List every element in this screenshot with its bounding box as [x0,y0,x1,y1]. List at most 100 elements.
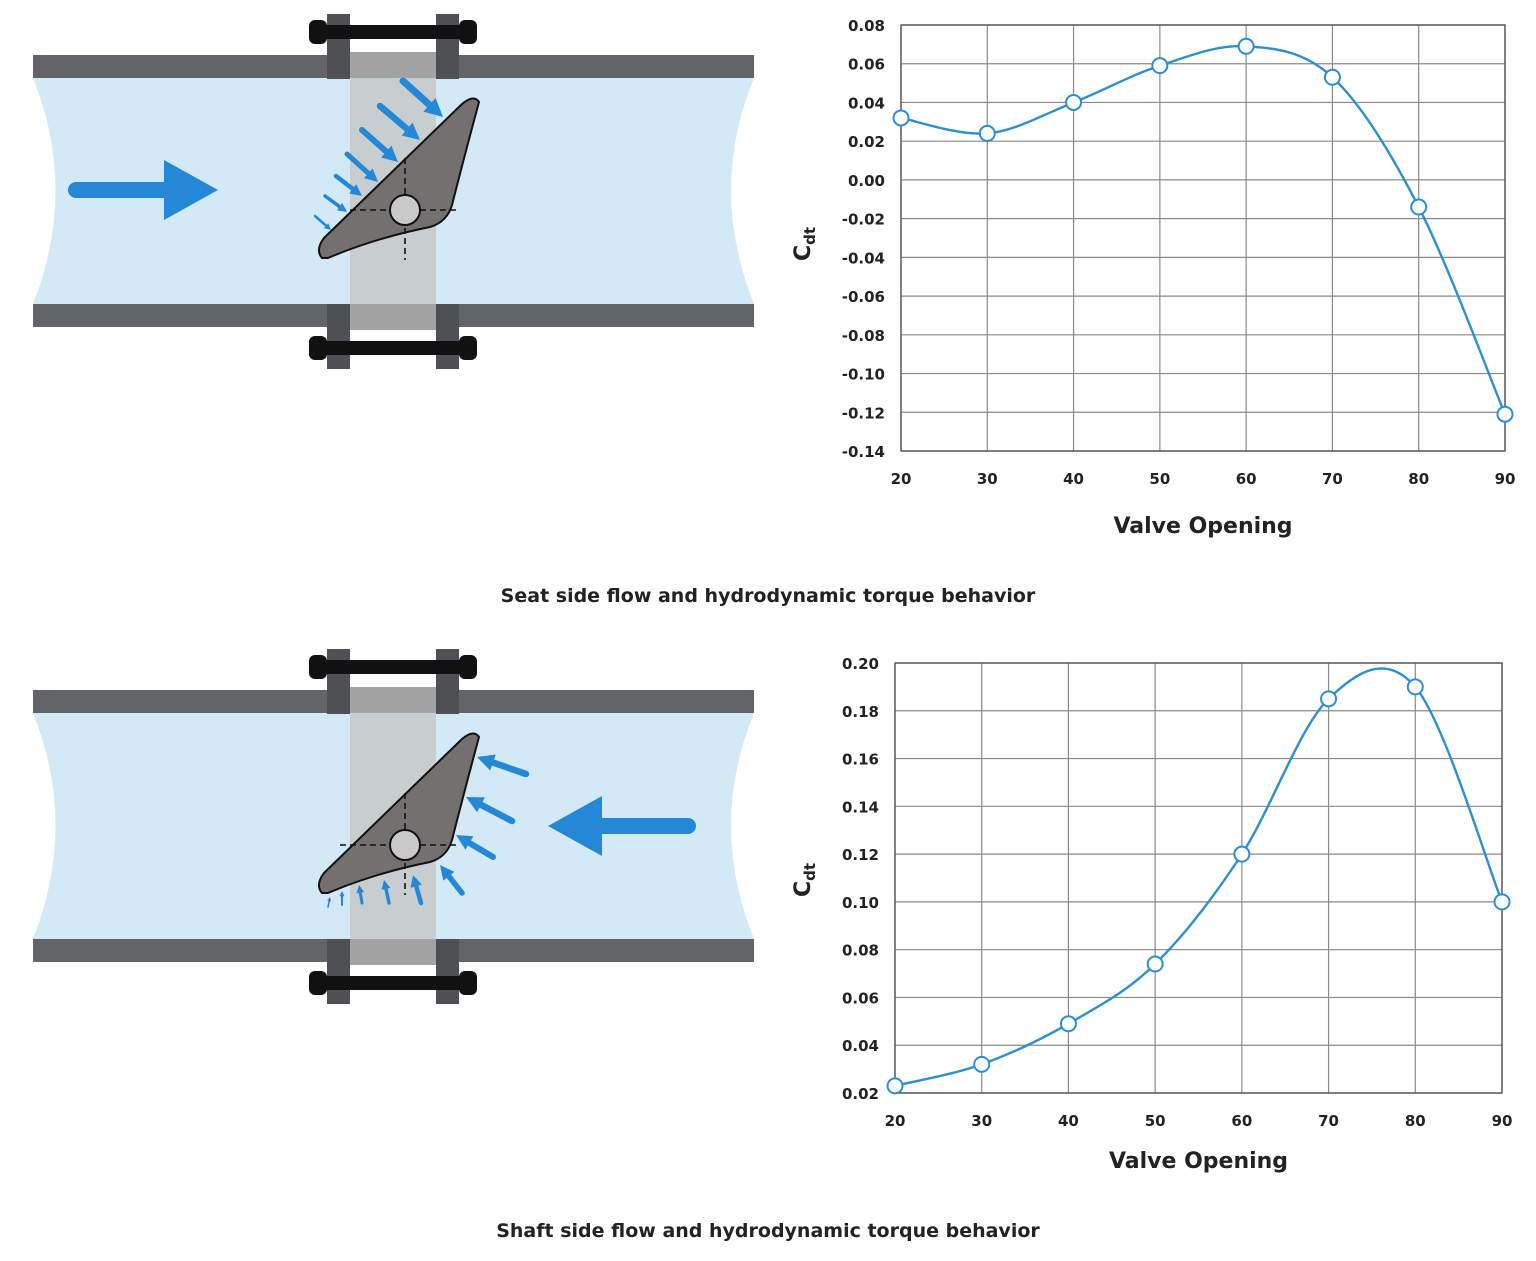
pressure-arrow-head [381,880,391,890]
pressure-arrow-head [401,122,420,140]
data-point [892,109,910,127]
x-tick-label: 50 [1145,1112,1166,1130]
y-tick-label: 0.02 [842,1085,879,1103]
valve-diagram-seat-side [33,14,754,369]
y-tick-label: -0.10 [842,366,885,384]
flange-top-left [327,14,350,79]
y-tick-label: 0.06 [848,56,885,74]
pressure-arrow [463,838,496,860]
pipe-wall-bottom-right [436,939,754,962]
bolt-nut [459,655,477,679]
data-point [1406,678,1424,696]
pipe-wall-top-left [33,690,350,713]
data-point [973,1055,991,1073]
data-point [1493,893,1511,911]
x-tick-label: 50 [1149,470,1170,488]
y-tick-label: -0.04 [842,249,885,267]
y-tick-label: 0.02 [848,133,885,151]
data-point [1151,57,1169,75]
data-point [1410,198,1428,216]
flange-bottom-right [436,939,459,1004]
y-tick-label: 0.14 [842,798,879,816]
bolt-nut [459,971,477,995]
pressure-arrow [344,151,373,178]
bolt-nut [309,20,327,44]
pressure-arrow-head [423,98,443,117]
x-tick-label: 40 [1063,470,1084,488]
flange-top-left [327,649,350,714]
series-line [894,667,1504,1087]
bolt-nut [459,20,477,44]
data-point [1237,37,1255,55]
pressure-arrow [313,214,329,228]
y-tick-label: 0.10 [842,894,879,912]
y-tick-label: -0.14 [842,443,885,461]
shaft-circle [389,829,421,861]
y-tick-label: -0.08 [842,327,885,345]
x-axis-title: Valve Opening [1109,1149,1288,1174]
series-line [900,44,1507,415]
bolt-bottom [317,341,467,355]
data-point [1323,68,1341,86]
x-tick-label: 20 [885,1112,906,1130]
bolt-nut [309,971,327,995]
data-point [1320,690,1338,708]
y-tick-label: -0.06 [842,288,885,306]
plot-frame [894,662,1503,1094]
y-tick-label: 0.20 [842,655,879,673]
data-point [1146,955,1164,973]
caption-shaft-side: Shaft side flow and hydrodynamic torque … [496,1220,1040,1242]
pressure-arrow-head [349,184,362,196]
x-tick-label: 30 [977,470,998,488]
pressure-arrow [383,885,391,905]
flange-bottom-right [436,304,459,369]
y-tick-label: 0.18 [842,703,879,721]
pressure-arrow-head [477,754,496,771]
x-tick-label: 90 [1495,470,1516,488]
pressure-arrow-head [323,223,331,230]
pressure-arrow [486,758,530,778]
bolt-top [317,25,467,39]
pressure-arrow-head [466,797,485,813]
pressure-arrow-head [336,202,347,212]
flow-arrow-head [548,796,602,856]
valve-diagram-shaft-side [33,649,754,1004]
pressure-arrow-head [339,891,345,897]
y-tick-label: -0.12 [842,404,885,422]
pressure-arrow-head [410,875,422,888]
valve-disc [318,97,480,259]
data-point [1233,845,1251,863]
y-tick-label: 0.08 [842,942,879,960]
data-point [1059,1015,1077,1033]
bolt-nut [309,655,327,679]
pipe-wall-top-left [33,55,350,78]
pressure-arrow-head [363,168,378,182]
x-tick-label: 90 [1492,1112,1513,1130]
x-tick-label: 80 [1405,1112,1426,1130]
x-tick-label: 60 [1236,470,1257,488]
y-tick-label: 0.04 [848,94,885,112]
pressure-arrow-head [356,885,365,894]
pressure-arrow [358,889,364,905]
x-axis-title: Valve Opening [1113,514,1292,539]
pressure-arrow-head [381,145,398,162]
flange-bottom-left [327,939,350,1004]
flange-bottom-left [327,304,350,369]
y-tick-label: 0.04 [842,1037,879,1055]
shaft-circle [389,194,421,226]
data-point [1065,93,1083,111]
bolt-top [317,660,467,674]
flow-arrow-head [164,160,218,220]
pipe-wall-bottom-left [33,304,350,327]
bolt-nut [309,336,327,360]
x-tick-label: 40 [1058,1112,1079,1130]
y-tick-label: 0.12 [842,846,879,864]
y-axis-title: Cdt [791,863,819,897]
bolt-bottom [317,976,467,990]
y-tick-label: 0.06 [842,989,879,1007]
pressure-arrow [333,173,357,193]
x-tick-label: 70 [1322,470,1343,488]
